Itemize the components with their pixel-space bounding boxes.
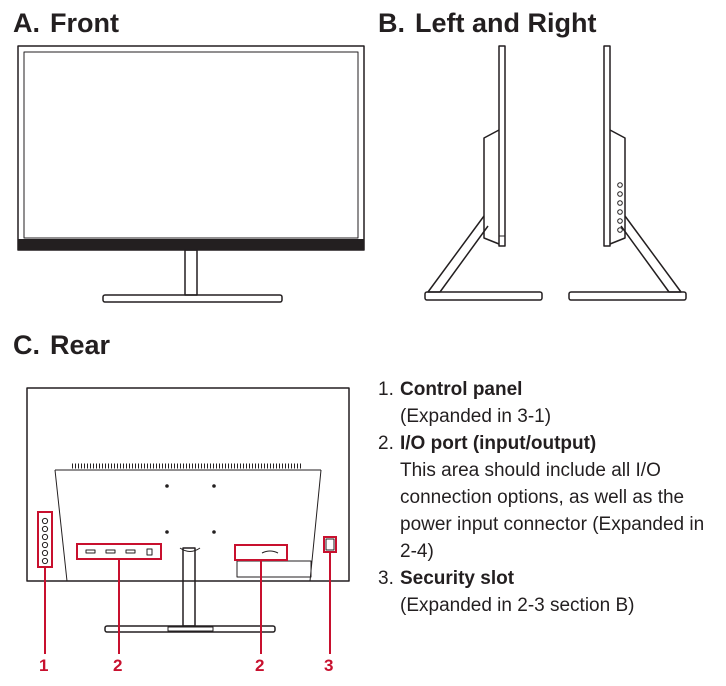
right-side-stand-base — [568, 291, 687, 301]
front-bezel — [17, 45, 365, 251]
legend-item-io-port: 2. I/O port (input/output) This area sho… — [378, 430, 723, 565]
rear-control-buttons — [41, 517, 49, 565]
rear-stand-base-detail — [167, 626, 214, 632]
section-title: Rear — [50, 330, 111, 360]
callout-number-1: 1 — [39, 656, 49, 675]
rear-io-port-icons — [85, 548, 279, 556]
io-port-highlight-box-right — [234, 544, 288, 561]
right-side-stand-arm — [620, 215, 682, 293]
callout-highlights — [37, 511, 337, 654]
section-title: Front — [50, 8, 119, 38]
front-stand-base — [102, 294, 283, 303]
legend-item-number: 1. — [378, 379, 394, 400]
rear-vesa-mount-holes — [165, 484, 216, 534]
rear-security-slot-opening — [325, 538, 335, 551]
right-side-view-monitor — [568, 45, 687, 301]
right-side-control-buttons — [617, 182, 623, 233]
front-screen — [23, 51, 359, 239]
left-side-back-housing — [483, 129, 500, 245]
rear-stand-joint — [179, 547, 201, 552]
legend-item-title: I/O port (input/output) — [400, 433, 597, 454]
rear-back-housing-outline — [54, 469, 322, 582]
callout-number-2: 2 — [113, 656, 123, 675]
left-side-stand-base — [424, 291, 543, 301]
section-heading-rear: C. Rear — [13, 330, 110, 361]
legend-item-title: Control panel — [400, 379, 523, 400]
legend-item-number: 3. — [378, 568, 394, 589]
section-letter: A. — [13, 8, 40, 38]
left-side-stand-arm — [427, 215, 489, 293]
section-heading-front: A. Front — [13, 8, 119, 39]
legend-item-description: (Expanded in 2-3 section B) — [400, 595, 635, 616]
front-bottom-bezel — [18, 239, 364, 250]
left-side-panel — [498, 45, 506, 247]
io-port-highlight-box-left — [76, 543, 162, 560]
left-side-view-monitor — [424, 45, 543, 301]
legend-item-control-panel: 1. Control panel (Expanded in 3-1) — [378, 376, 723, 430]
callout-number-3: 3 — [324, 656, 334, 675]
rear-stand-neck — [182, 547, 196, 627]
legend-item-number: 2. — [378, 433, 394, 454]
callout-number-2: 2 — [255, 656, 265, 675]
right-side-panel — [603, 45, 611, 247]
rear-view-monitor — [26, 387, 350, 633]
rear-power-cover — [236, 560, 312, 578]
legend-item-title: Security slot — [400, 568, 515, 589]
section-title: Left and Right — [415, 8, 597, 38]
rear-stand-base — [104, 625, 276, 633]
section-letter: C. — [13, 330, 40, 360]
legend-item-description: This area should include all I/O connect… — [400, 460, 705, 562]
section-heading-sides: B. Left and Right — [378, 8, 596, 39]
legend-item-security-slot: 3. Security slot (Expanded in 2-3 sectio… — [378, 565, 723, 619]
section-letter: B. — [378, 8, 405, 38]
right-side-back-housing — [609, 129, 626, 245]
rear-back-panel — [26, 387, 350, 582]
front-view-monitor — [17, 45, 365, 303]
legend-item-description: (Expanded in 3-1) — [400, 406, 552, 427]
rear-parts-legend: 1. Control panel (Expanded in 3-1) 2. I/… — [378, 376, 723, 619]
front-stand-neck — [184, 249, 198, 296]
